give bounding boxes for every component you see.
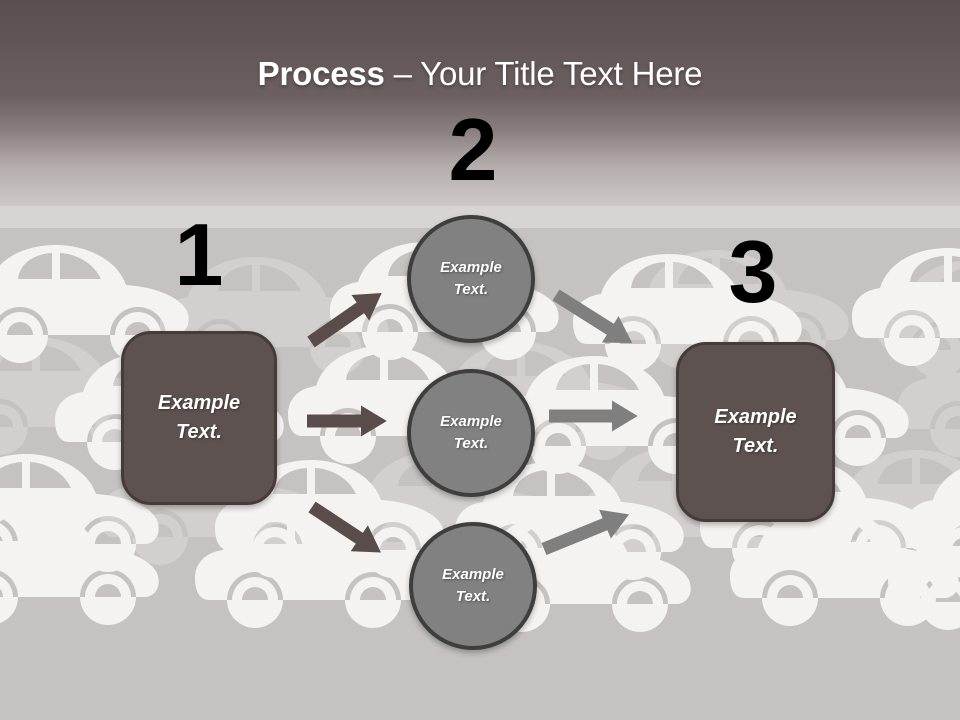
title-emphasis: Process <box>257 55 385 92</box>
title-rest: – Your Title Text Here <box>384 55 703 92</box>
slide-title[interactable]: Process – Your Title Text Here <box>0 54 960 94</box>
process-circle-2-label: Example Text. <box>440 412 502 453</box>
process-circle-1[interactable]: Example Text. <box>407 215 535 343</box>
step-number-2[interactable]: 2 <box>448 100 498 199</box>
process-start-box-label: Example Text. <box>157 392 241 443</box>
process-end-box-label: Example Text. <box>714 406 797 457</box>
arrow-bottom-circle-to-right <box>541 509 630 556</box>
step-number-3[interactable]: 3 <box>728 222 778 321</box>
arrow-left-to-bottom-circle <box>308 501 381 553</box>
arrow-top-circle-to-right <box>552 289 633 344</box>
process-start-box[interactable]: Example Text. <box>121 331 277 505</box>
process-circle-3-label: Example Text. <box>442 565 504 606</box>
process-circle-3[interactable]: Example Text. <box>409 522 537 650</box>
step-number-1[interactable]: 1 <box>174 205 224 304</box>
arrow-left-to-top-circle <box>307 293 382 348</box>
process-circle-2[interactable]: Example Text. <box>407 369 535 497</box>
process-end-box[interactable]: Example Text. <box>676 342 835 522</box>
process-circle-1-label: Example Text. <box>440 258 502 299</box>
